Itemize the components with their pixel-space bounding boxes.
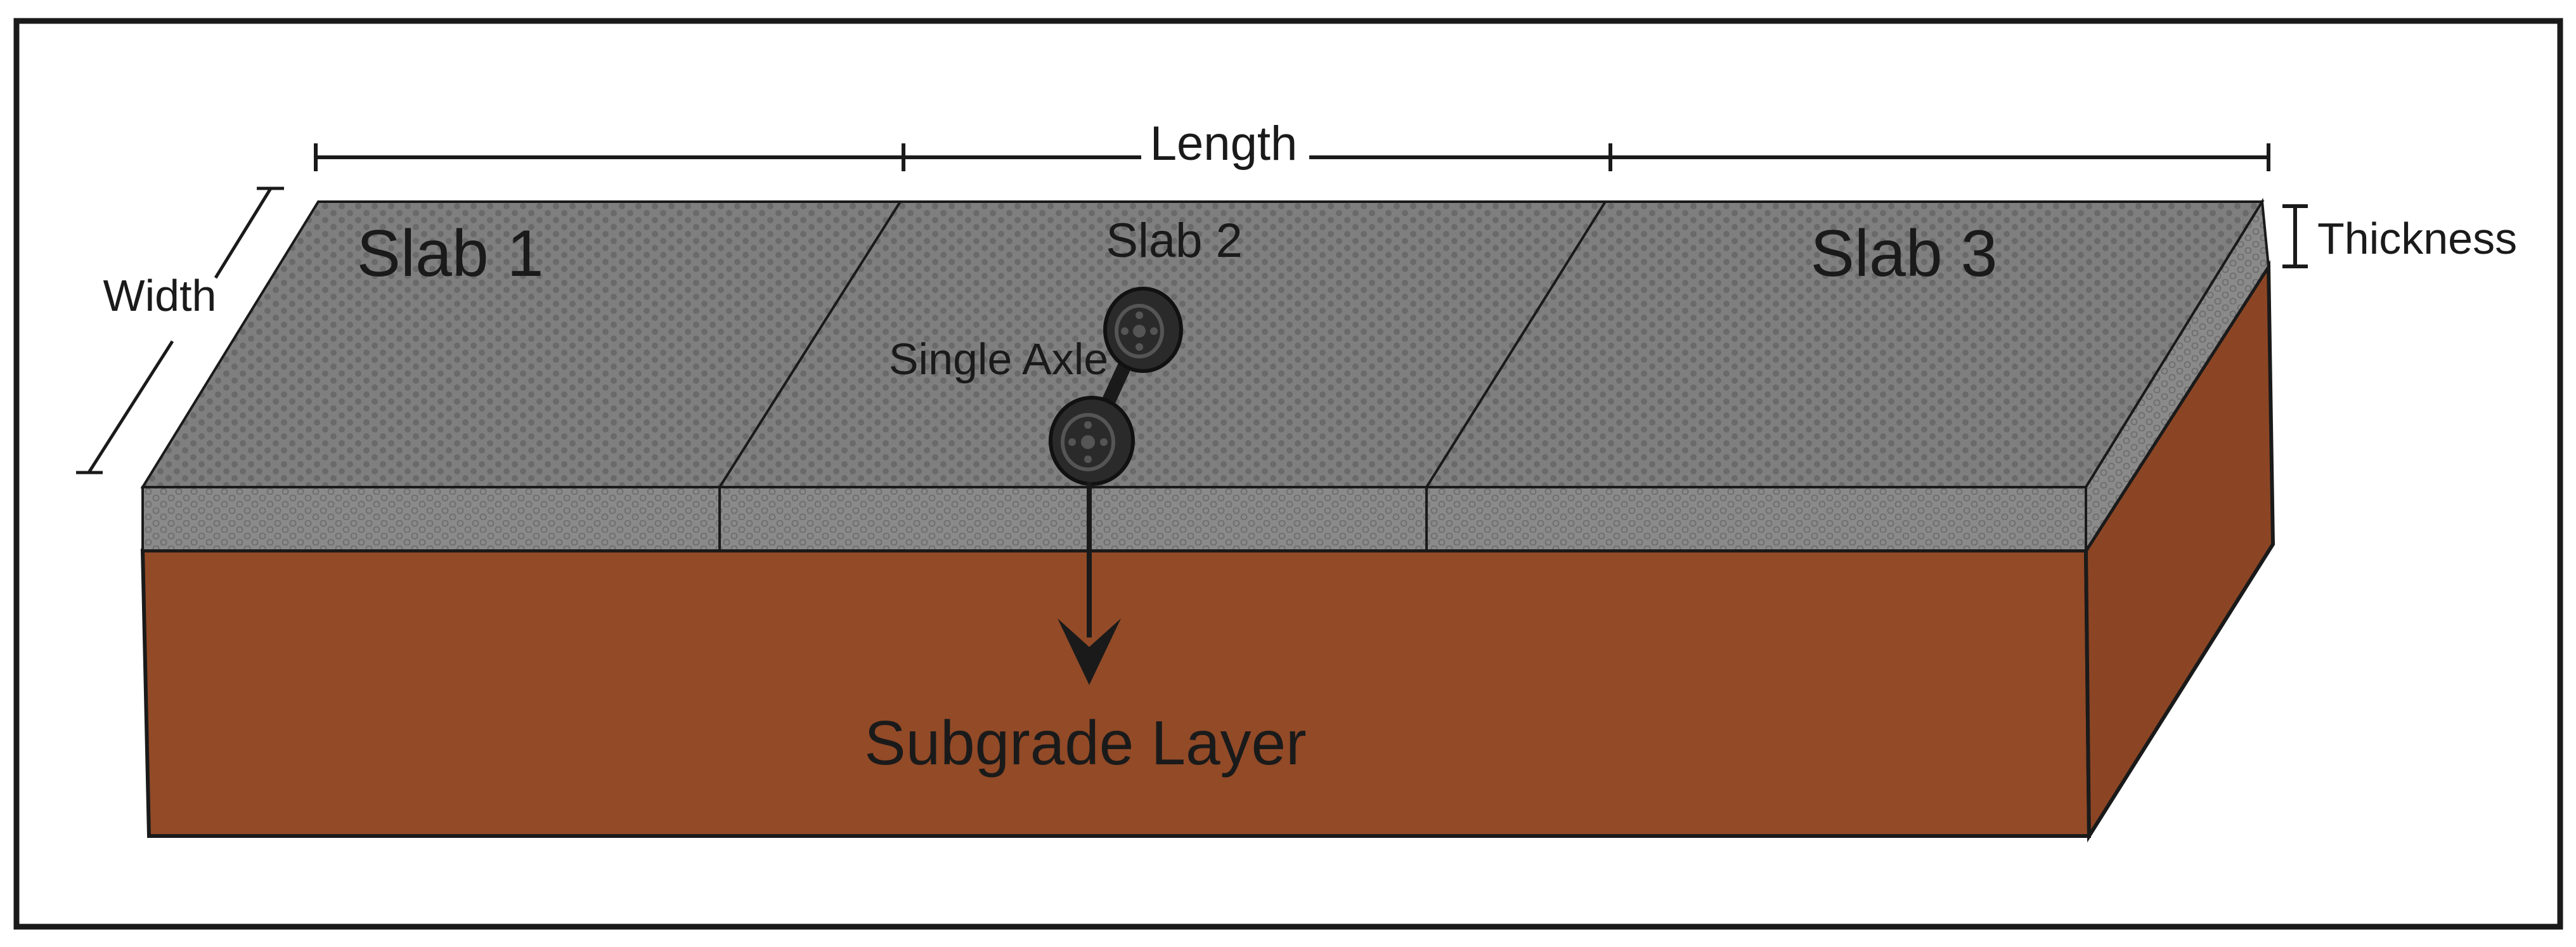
slab-2-label: Slab 2	[1106, 214, 1243, 268]
width-dimension	[76, 186, 284, 474]
load-arrow	[1058, 482, 1121, 685]
slab-front-edge	[141, 486, 2087, 552]
width-label: Width	[103, 271, 217, 320]
subgrade-label: Subgrade Layer	[864, 708, 1306, 778]
thickness-dimension	[2282, 204, 2308, 268]
slab-1-label: Slab 1	[357, 217, 544, 291]
wheel-front	[1049, 396, 1135, 486]
width-line-lower	[87, 340, 174, 474]
load-arrow-head	[1058, 618, 1121, 685]
width-line-upper	[214, 187, 273, 279]
single-axle	[1049, 287, 1183, 486]
wheel-rear	[1103, 287, 1183, 373]
length-label: Length	[1150, 117, 1297, 171]
thickness-label: Thickness	[2317, 214, 2517, 263]
single-axle-label: Single Axle	[889, 334, 1108, 384]
subgrade-front-face	[140, 549, 2092, 838]
length-dimension	[314, 143, 2270, 171]
joint-2-top	[1425, 200, 1607, 488]
slab-joints	[718, 200, 1607, 551]
slab-3-label: Slab 3	[1811, 217, 1998, 291]
joint-1-top	[718, 200, 902, 488]
slab-side-edge	[2085, 197, 2270, 555]
